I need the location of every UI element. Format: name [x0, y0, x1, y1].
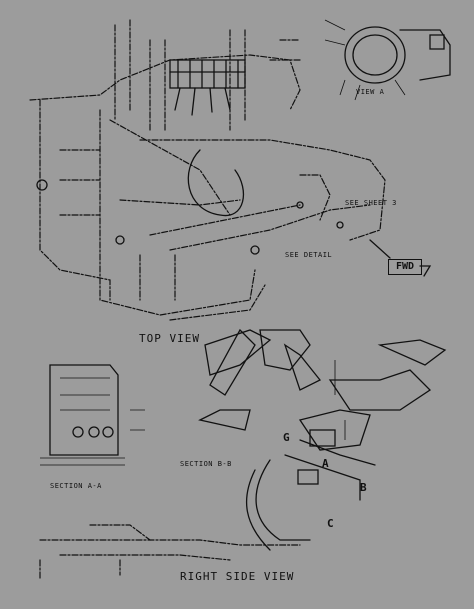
sheet-ref-1: SEE SHEET 3 — [345, 199, 397, 207]
callout-c: C — [327, 517, 334, 530]
right-side-view-drawing — [39, 328, 447, 581]
top-view-drawing — [29, 19, 386, 321]
right-side-view-label: RIGHT SIDE VIEW — [180, 570, 295, 583]
fwd-arrow-graphic — [369, 239, 432, 277]
section-a-label: SECTION A-A — [50, 482, 102, 490]
callout-a: A — [322, 457, 329, 470]
section-b-label: SECTION B-B — [180, 460, 232, 468]
callout-g: G — [283, 431, 290, 444]
view-a-label: VIEW A — [356, 88, 385, 96]
callout-b: B — [360, 481, 367, 494]
sheet-ref-2: SEE DETAIL — [285, 251, 333, 259]
fwd-indicator: FWD — [388, 259, 422, 275]
top-view-label: TOP VIEW — [139, 332, 200, 345]
section-a-drawing — [40, 364, 145, 466]
view-a-drawing — [324, 19, 451, 101]
